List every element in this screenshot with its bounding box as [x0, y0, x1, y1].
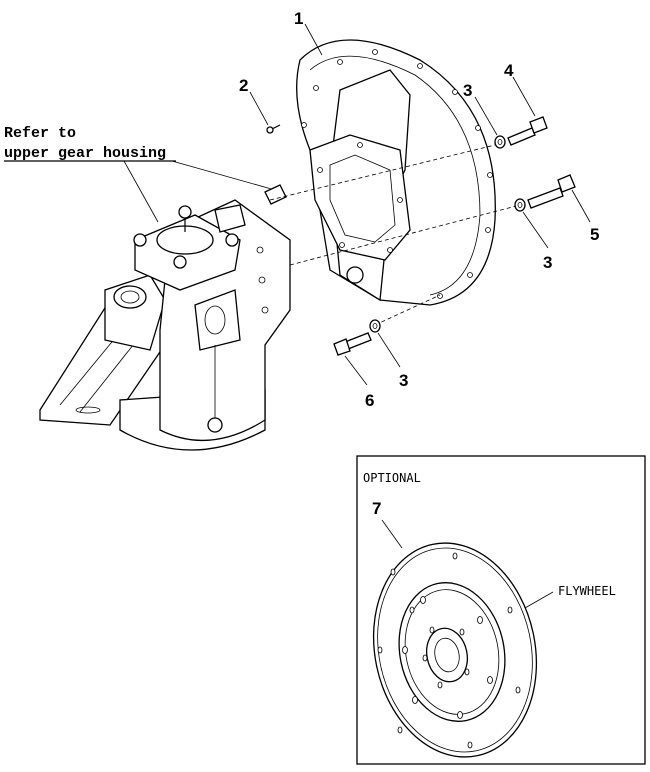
callout-5: 5	[590, 225, 599, 244]
flywheel-label: FLYWHEEL	[558, 584, 616, 598]
washer-middle	[514, 198, 526, 212]
reference-note-line2: upper gear housing	[4, 145, 166, 162]
bolt-part-4	[507, 116, 548, 146]
callout-4: 4	[504, 61, 514, 80]
centerline	[269, 144, 496, 201]
leader-line	[123, 160, 159, 223]
callout-leaders	[249, 23, 591, 386]
bolt-part-5	[527, 174, 576, 209]
callout-2: 2	[239, 76, 248, 95]
optional-title: OPTIONAL	[363, 471, 421, 485]
leader-line	[171, 160, 276, 191]
washer-upper	[494, 135, 506, 149]
callout-7: 7	[372, 499, 381, 518]
callout-3: 3	[463, 81, 472, 100]
gear-housing	[39, 199, 291, 451]
flywheel-housing	[296, 39, 496, 306]
centerline	[374, 294, 441, 326]
washer-lower	[369, 319, 381, 333]
reference-note-line1: Refer to	[4, 125, 76, 142]
optional-box: OPTIONAL 7 FLYWHEEL	[356, 455, 646, 765]
callout-6: 6	[365, 391, 374, 410]
callout-3: 3	[543, 253, 552, 272]
dowel-pin	[264, 184, 287, 205]
centerline	[289, 204, 521, 266]
flywheel-drive-plate	[372, 542, 538, 758]
callout-3: 3	[399, 371, 408, 390]
callout-1: 1	[294, 9, 303, 28]
bolt-part-6	[333, 332, 372, 356]
screw-part-2	[266, 124, 281, 134]
